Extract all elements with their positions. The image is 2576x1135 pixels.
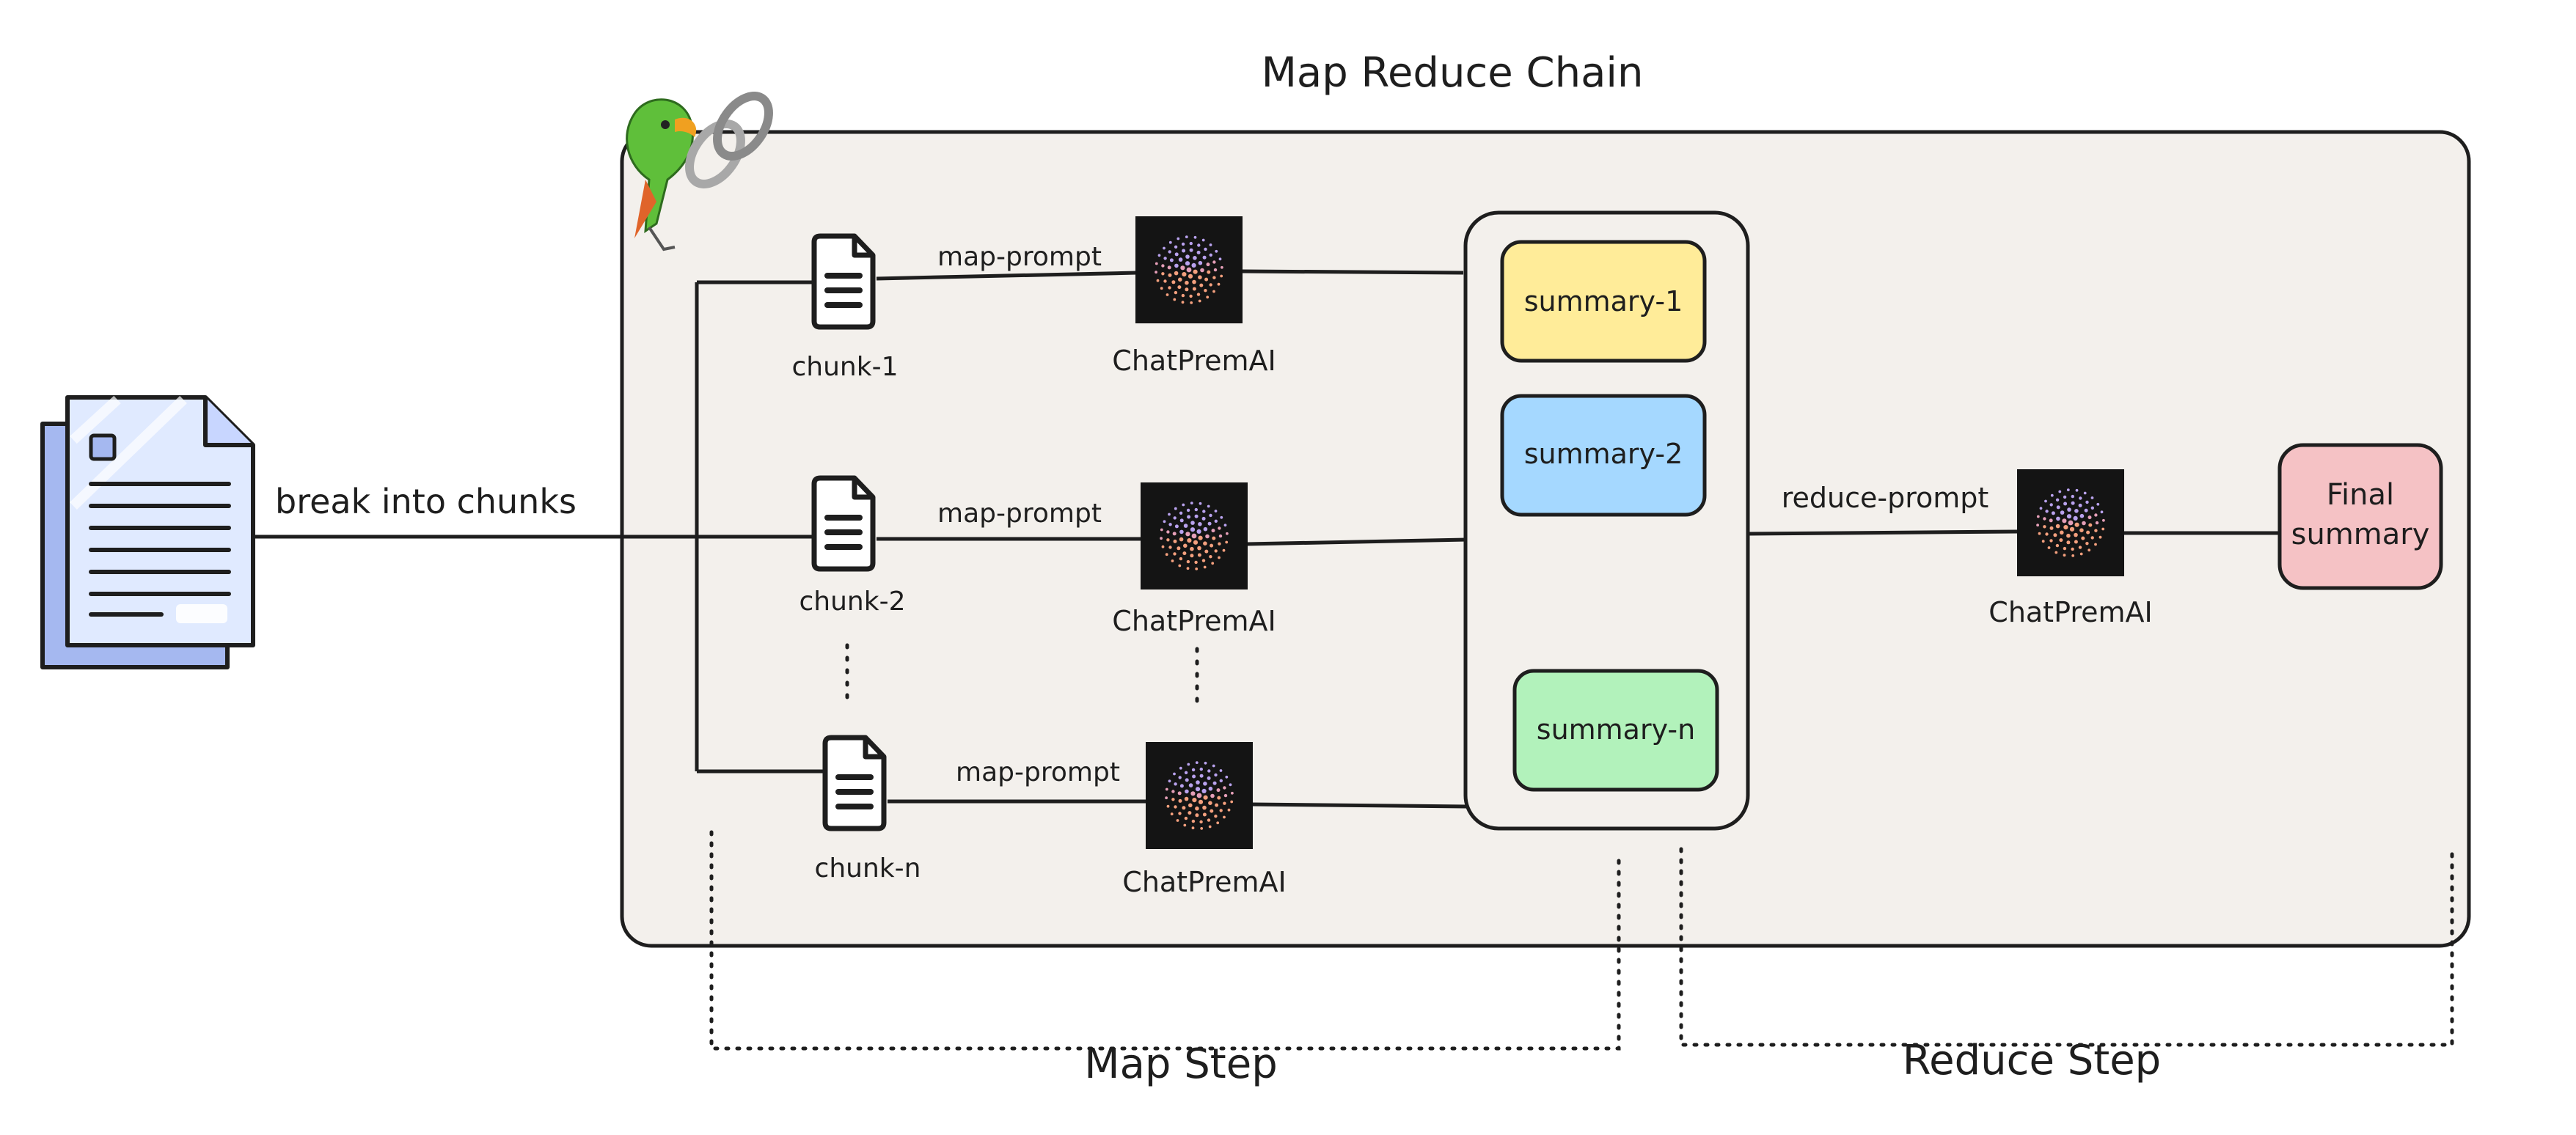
chunk-label: chunk-n (815, 853, 921, 884)
reduce-step-bracket (1679, 847, 2454, 1047)
final-summary-box (2277, 443, 2443, 590)
map-step-bracket (709, 830, 1621, 1051)
document-stack-icon (40, 395, 255, 669)
premai-logo-icon (1146, 742, 1253, 849)
reduce-step-label: Reduce Step (1903, 1037, 2161, 1084)
summary-label: summary-n (1537, 713, 1695, 746)
chain-link-icon (685, 92, 773, 188)
premai-logo-icon (1141, 482, 1248, 589)
summary-label: summary-2 (1524, 438, 1683, 470)
diagram-title: Map Reduce Chain (1262, 49, 1644, 97)
premai-logo-icon (2017, 469, 2124, 576)
chunk-label: chunk-1 (792, 352, 899, 382)
map-prompt-label: map-prompt (956, 757, 1120, 787)
final-summary-line2: summary (2291, 518, 2430, 551)
file-icon (811, 475, 876, 572)
file-icon (811, 233, 876, 330)
break-into-chunks-label: break into chunks (275, 482, 577, 521)
map-line-1 (876, 271, 1138, 281)
map-step-label: Map Step (1084, 1040, 1277, 1088)
summary-label: summary-1 (1524, 285, 1683, 317)
chatpremai-label: ChatPremAI (1112, 345, 1276, 377)
model-line-n (1251, 802, 1468, 809)
chatpremai-label: ChatPremAI (1988, 596, 2152, 628)
reduce-line (1747, 529, 2018, 536)
premai-logo-icon (1135, 216, 1243, 323)
summary-box (1512, 669, 1719, 792)
summary-box (1500, 394, 1707, 517)
final-summary-line1: Final (2327, 478, 2394, 512)
reduce-prompt-label: reduce-prompt (1782, 482, 1989, 514)
model-line-1 (1242, 269, 1464, 275)
map-prompt-label: map-prompt (937, 242, 1102, 272)
chatpremai-label: ChatPremAI (1112, 605, 1276, 637)
chatpremai-label: ChatPremAI (1122, 866, 1286, 898)
model-line-2 (1246, 537, 1468, 546)
parrot-icon (626, 98, 697, 251)
file-icon (822, 735, 887, 831)
summary-box (1500, 240, 1707, 363)
chunk-label: chunk-2 (799, 587, 906, 617)
map-prompt-label: map-prompt (937, 499, 1102, 529)
